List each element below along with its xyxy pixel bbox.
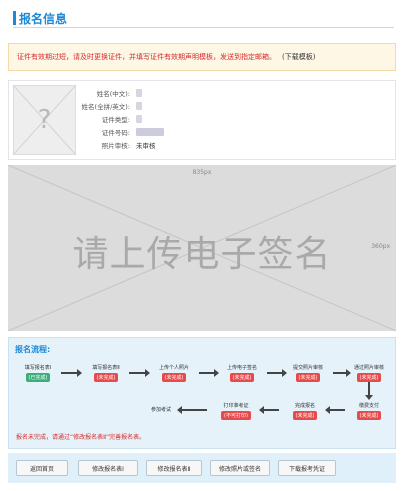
- notice-banner: 证件有效期过短，请及时更换证件，并填写证件有效期声明模板，发送到指定邮箱。 (下…: [8, 43, 396, 71]
- step-status: (未完成): [292, 411, 318, 420]
- flow-step-upload-signature: 上传电子签名 (未完成): [215, 364, 269, 382]
- flow-arrow-down: [365, 382, 373, 400]
- info-row-id-type: 证件类型:: [64, 112, 164, 125]
- info-label: 照片审核:: [101, 141, 130, 150]
- edit-form1-button[interactable]: 修改报名表Ⅰ: [78, 460, 138, 476]
- edit-photo-signature-button[interactable]: 修改照片或签名: [210, 460, 270, 476]
- step-name: 打印准考证: [223, 403, 249, 409]
- flow-step-complete: 完成报名 (未完成): [279, 402, 331, 420]
- info-label: 姓名(全拼/英文):: [81, 102, 130, 111]
- page-title: 报名信息: [13, 10, 67, 26]
- step-status: (不可打印): [221, 411, 251, 420]
- flow-step-form1: 填写报名表Ⅰ (已完成): [13, 364, 63, 382]
- title-accent-bar: [13, 11, 16, 25]
- step-name: 填写报名表Ⅰ: [24, 365, 52, 371]
- signature-height-label: 360px: [371, 243, 390, 250]
- step-name: 上传电子签名: [226, 365, 257, 371]
- redacted-value: [136, 127, 164, 136]
- step-status: (未完成): [229, 373, 255, 382]
- step-status: (未完成): [295, 373, 321, 382]
- action-button-bar: 返回首页 修改报名表Ⅰ 修改报名表Ⅱ 修改照片或签名 下载报考凭证: [8, 453, 396, 483]
- signature-upload-area[interactable]: 835px 360px 请上传电子签名: [8, 165, 396, 331]
- step-status: (未完成): [356, 411, 382, 420]
- redacted-value: [136, 88, 142, 97]
- step-status: (未完成): [161, 373, 187, 382]
- flow-arrow: [129, 369, 150, 377]
- download-template-link[interactable]: (下载模板): [282, 53, 316, 61]
- flow-arrow: [325, 406, 345, 414]
- info-label: 证件类型:: [101, 115, 130, 124]
- applicant-info-panel: ? 姓名(中文): 姓名(全拼/英文): 证件类型: 证件号码: 照片审核: 未…: [8, 80, 396, 160]
- flow-arrow: [61, 369, 82, 377]
- flow-arrow: [267, 369, 287, 377]
- redacted-value: [136, 101, 142, 110]
- info-label: 姓名(中文):: [96, 89, 130, 98]
- flow-step-payment: 缴费支付 (未完成): [343, 402, 395, 420]
- step-status: (未完成): [93, 373, 119, 382]
- page-title-text: 报名信息: [19, 11, 68, 26]
- flow-arrow: [177, 406, 207, 414]
- step-status: (已完成): [25, 373, 51, 382]
- signature-cross-icon: [8, 165, 396, 331]
- step-name: 填写报名表Ⅱ: [92, 365, 120, 371]
- flow-arrow: [259, 406, 279, 414]
- signature-width-label: 835px: [192, 169, 212, 176]
- flow-step-submit-review: 提交照片审核 (未完成): [281, 364, 335, 382]
- step-name: 提交照片审核: [292, 365, 323, 371]
- photo-cross-icon: [13, 85, 76, 155]
- redacted-value: [136, 114, 142, 123]
- info-row-photo-review: 照片审核: 未审核: [64, 138, 164, 151]
- step-name: 参加考试: [150, 407, 171, 413]
- step-name: 缴费支付: [358, 403, 379, 409]
- info-row-id-number: 证件号码:: [64, 125, 164, 138]
- photo-question-mark: ?: [37, 105, 52, 135]
- flow-step-review-passed: 通过照片审核 (未完成): [343, 364, 395, 382]
- flow-arrow: [199, 369, 219, 377]
- back-home-button[interactable]: 返回首页: [16, 460, 68, 476]
- flow-warning-text: 报名未完成，请通过“修改报名表Ⅱ”完善报名表。: [16, 434, 146, 441]
- step-name: 上传个人照片: [158, 365, 189, 371]
- info-label: 证件号码:: [101, 128, 130, 137]
- download-ticket-button[interactable]: 下载报考凭证: [278, 460, 336, 476]
- flow-arrow: [333, 369, 351, 377]
- step-status: (未完成): [356, 373, 382, 382]
- flow-step-form2: 填写报名表Ⅱ (未完成): [81, 364, 131, 382]
- info-row-cn-name: 姓名(中文):: [64, 86, 164, 99]
- flow-title: 报名流程:: [15, 345, 51, 354]
- edit-form2-button[interactable]: 修改报名表Ⅱ: [146, 460, 202, 476]
- title-divider: [13, 27, 394, 28]
- step-name: 完成报名: [294, 403, 315, 409]
- flow-step-exam: 参加考试: [139, 406, 183, 413]
- notice-text: 证件有效期过短，请及时更换证件，并填写证件有效期声明模板，发送到指定邮箱。: [17, 53, 276, 61]
- info-rows: 姓名(中文): 姓名(全拼/英文): 证件类型: 证件号码: 照片审核: 未审核: [64, 86, 164, 151]
- photo-placeholder: ?: [13, 85, 76, 155]
- photo-review-status: 未审核: [136, 141, 156, 150]
- flow-step-upload-photo: 上传个人照片 (未完成): [147, 364, 201, 382]
- flow-step-print-ticket: 打印准考证 (不可打印): [209, 402, 263, 420]
- registration-flow-panel: 报名流程: 填写报名表Ⅰ (已完成) 填写报名表Ⅱ (未完成) 上传个人照片 (…: [8, 337, 396, 449]
- step-name: 通过照片审核: [353, 365, 384, 371]
- signature-placeholder-text: 请上传电子签名: [72, 234, 332, 275]
- info-row-en-name: 姓名(全拼/英文):: [64, 99, 164, 112]
